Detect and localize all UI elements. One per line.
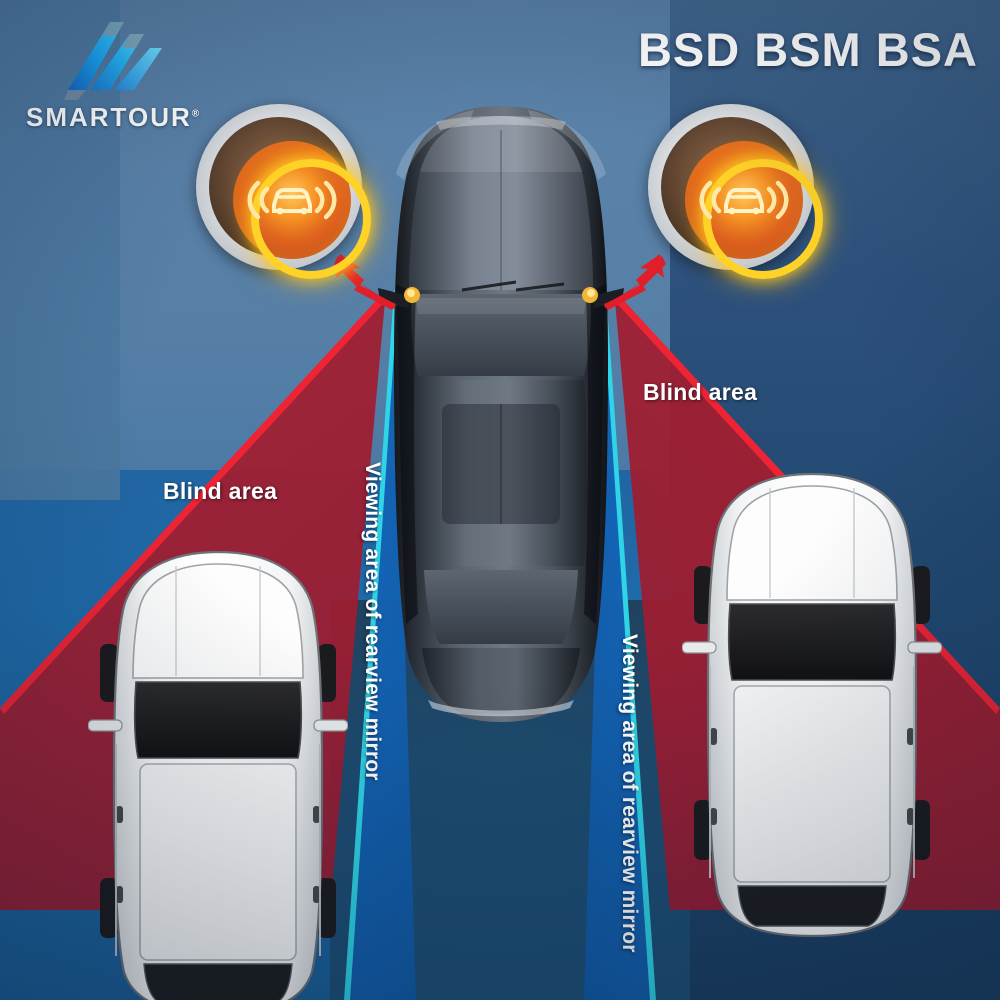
page-title: BSD BSM BSA	[637, 23, 978, 76]
indicator-housing-right	[661, 117, 823, 279]
blind-area-label-left: Blind area	[163, 478, 278, 504]
brand-name-text: SMARTOUR	[26, 102, 192, 132]
indicator-glow-right	[685, 141, 823, 279]
blind-area-label-right: Blind area	[643, 379, 758, 405]
arrow-up-right-icon	[604, 254, 666, 310]
indicator-glow-left	[233, 141, 371, 279]
brand-name: SMARTOUR®	[26, 102, 201, 133]
indicator-ring-right	[703, 159, 823, 279]
indicator-ring-left	[251, 159, 371, 279]
blind-spot-indicator-right[interactable]	[648, 104, 823, 279]
neighbor-vehicle-right-top-view	[682, 472, 942, 938]
ego-vehicle-top-view	[378, 106, 624, 722]
neighbor-vehicle-left-top-view	[88, 550, 348, 1000]
blind-spot-indicator-left[interactable]	[196, 104, 371, 279]
viewing-area-label-right: Viewing area of rearview mirror	[618, 634, 641, 953]
indicator-housing-left	[209, 117, 371, 279]
viewing-area-label-left: Viewing area of rearview mirror	[361, 462, 384, 781]
blind-spot-warning-icon	[699, 180, 789, 220]
trademark-symbol: ®	[191, 108, 202, 120]
blind-spot-warning-icon	[247, 180, 337, 220]
brand-logo: SMARTOUR®	[18, 20, 248, 133]
smartour-chevron-bars-logo-icon	[64, 22, 162, 100]
